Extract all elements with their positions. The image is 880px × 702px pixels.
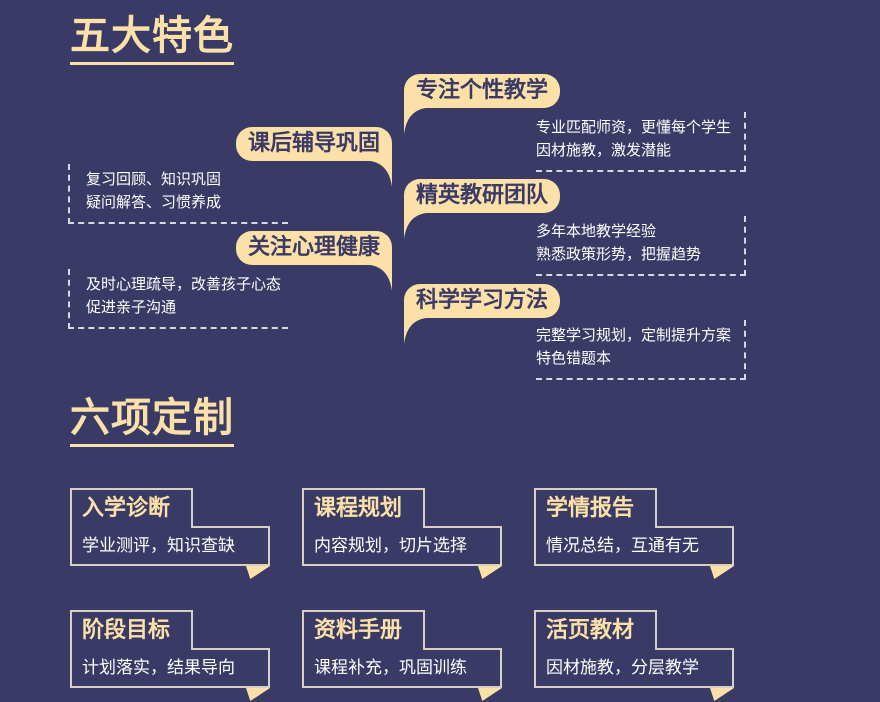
feature-tab-personalized-teaching: 专注个性教学 <box>404 74 561 108</box>
section-title-features: 五大特色 <box>70 16 234 65</box>
feature-desc-after-class-tutoring: 复习回顾、知识巩固 疑问解答、习惯养成 <box>68 164 288 224</box>
feature-tab-after-class-tutoring: 课后辅导巩固 <box>236 127 393 161</box>
feature-desc-line: 专业匹配师资，更懂每个学生 <box>536 118 732 136</box>
feature-desc-personalized-teaching: 专业匹配师资，更懂每个学生 因材施教，激发潜能 <box>536 112 746 172</box>
feature-desc-line: 疑问解答、习惯养成 <box>86 193 222 211</box>
corner-triangle-icon <box>710 566 734 579</box>
feature-desc-line: 及时心理疏导，改善孩子心态 <box>86 275 282 293</box>
feature-tab-scientific-method: 科学学习方法 <box>404 284 561 318</box>
feature-tab-elite-team: 精英教研团队 <box>404 179 561 213</box>
card-title: 课程规划 <box>302 488 425 528</box>
card-title: 资料手册 <box>302 610 425 650</box>
feature-desc-line: 多年本地教学经验 <box>536 222 657 240</box>
feature-desc-line: 熟悉政策形势，把握趋势 <box>536 245 702 263</box>
card-title: 学情报告 <box>534 488 657 528</box>
feature-desc-mental-health: 及时心理疏导，改善孩子心态 促进亲子沟通 <box>68 269 288 329</box>
card-divider <box>72 524 191 528</box>
section-title-customization: 六项定制 <box>70 398 234 447</box>
feature-desc-line: 完整学习规划，定制提升方案 <box>536 326 732 344</box>
card-title: 入学诊断 <box>70 488 193 528</box>
card-title: 阶段目标 <box>70 610 193 650</box>
custom-card-course-planning: 课程规划 内容规划，切片选择 <box>302 488 502 579</box>
feature-desc-line: 促进亲子沟通 <box>86 298 177 316</box>
corner-triangle-icon <box>710 688 734 701</box>
custom-card-loose-leaf-textbook: 活页教材 因材施教，分层教学 <box>534 610 734 701</box>
card-desc: 因材施教，分层教学 <box>534 648 734 688</box>
card-desc: 计划落实，结果导向 <box>70 648 270 688</box>
custom-card-stage-goals: 阶段目标 计划落实，结果导向 <box>70 610 270 701</box>
feature-tab-mental-health: 关注心理健康 <box>236 231 393 265</box>
card-title: 活页教材 <box>534 610 657 650</box>
card-desc: 内容规划，切片选择 <box>302 526 502 566</box>
card-desc: 学业测评，知识查缺 <box>70 526 270 566</box>
feature-desc-line: 复习回顾、知识巩固 <box>86 170 222 188</box>
corner-triangle-icon <box>246 688 270 701</box>
feature-desc-elite-team: 多年本地教学经验 熟悉政策形势，把握趋势 <box>536 216 746 276</box>
corner-triangle-icon <box>478 688 502 701</box>
custom-card-materials-handbook: 资料手册 课程补充，巩固训练 <box>302 610 502 701</box>
card-divider <box>72 646 191 650</box>
card-desc: 情况总结，互通有无 <box>534 526 734 566</box>
feature-desc-line: 特色错题本 <box>536 349 612 367</box>
custom-card-enrollment-diagnosis: 入学诊断 学业测评，知识查缺 <box>70 488 270 579</box>
feature-desc-line: 因材施教，激发潜能 <box>536 141 672 159</box>
corner-triangle-icon <box>478 566 502 579</box>
custom-card-learning-report: 学情报告 情况总结，互通有无 <box>534 488 734 579</box>
card-desc: 课程补充，巩固训练 <box>302 648 502 688</box>
feature-desc-scientific-method: 完整学习规划，定制提升方案 特色错题本 <box>536 320 746 380</box>
card-divider <box>536 646 655 650</box>
card-divider <box>304 524 423 528</box>
corner-triangle-icon <box>246 566 270 579</box>
card-divider <box>536 524 655 528</box>
card-divider <box>304 646 423 650</box>
